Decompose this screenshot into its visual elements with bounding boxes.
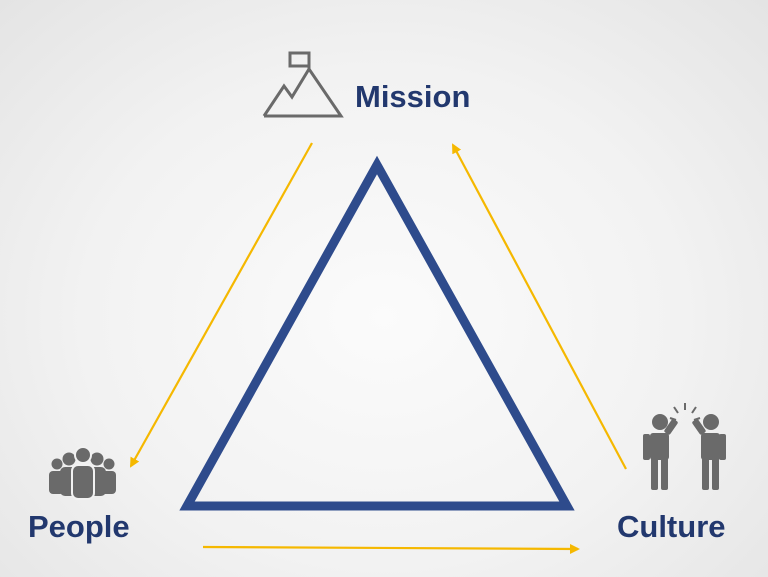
arrow-culture-to-mission [452,143,627,470]
culture-label: Culture [617,509,726,544]
people-label: People [28,509,130,544]
mountain-flag-icon [262,51,344,118]
center-triangle [179,155,575,511]
group-icon [49,446,116,500]
arrow-people-to-culture [202,543,580,554]
arrow-mission-to-people [130,142,313,468]
mission-label: Mission [355,79,471,114]
high-five-icon [643,403,726,490]
